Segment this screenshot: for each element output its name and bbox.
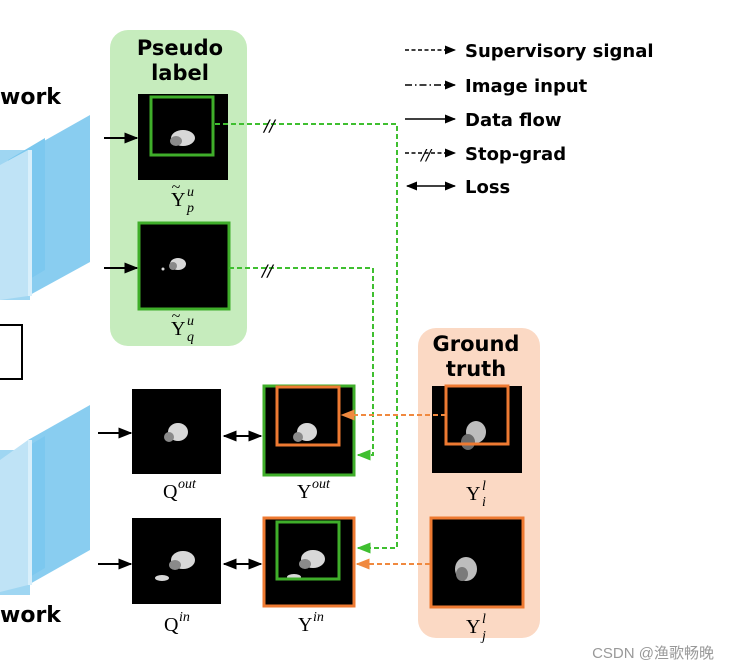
caption-yp-sub: p bbox=[186, 201, 194, 216]
image-yin bbox=[262, 516, 356, 608]
caption-yq-sub: q bbox=[187, 330, 194, 345]
image-qout bbox=[132, 389, 221, 474]
stopgrad-mark-bottom: // bbox=[260, 261, 274, 280]
caption-yq-base: Y bbox=[171, 318, 185, 340]
network-top bbox=[0, 115, 90, 300]
network-bottom bbox=[0, 405, 90, 595]
caption-qout-sup: out bbox=[178, 477, 197, 492]
pseudo-label-title-2: label bbox=[151, 61, 209, 85]
green-path-yq bbox=[229, 267, 374, 461]
legend-stopgrad-mark: // bbox=[419, 146, 433, 164]
left-box bbox=[0, 324, 23, 380]
caption-yp-base: Y bbox=[171, 189, 185, 211]
caption-yjl-sup: l bbox=[482, 612, 486, 627]
ground-truth-title-2: truth bbox=[446, 357, 506, 381]
image-yp bbox=[138, 94, 228, 180]
caption-yjl-sub: j bbox=[480, 629, 486, 644]
green-path-yp bbox=[215, 123, 398, 554]
image-yjl bbox=[429, 516, 525, 609]
caption-qin-sup: in bbox=[179, 610, 190, 625]
image-yout bbox=[262, 384, 356, 477]
caption-qout-base: Q bbox=[163, 481, 178, 503]
image-yil bbox=[432, 384, 522, 473]
image-yq bbox=[137, 221, 231, 311]
caption-yout-base: Y bbox=[297, 481, 311, 503]
pseudo-label-title-1: Pseudo bbox=[137, 36, 223, 60]
legend-label-3: Stop-grad bbox=[465, 144, 566, 165]
image-qin bbox=[132, 518, 221, 604]
left-label-bottom: work bbox=[0, 603, 62, 628]
stopgrad-mark-top: // bbox=[262, 116, 276, 135]
caption-qin-base: Q bbox=[164, 614, 179, 636]
caption-yin-base: Y bbox=[298, 614, 312, 636]
caption-yq-sup: u bbox=[187, 314, 194, 329]
caption-yp-sup: u bbox=[187, 185, 194, 200]
legend-label-4: Loss bbox=[465, 177, 510, 198]
caption-yin-sup: in bbox=[313, 610, 324, 625]
legend-label-2: Data flow bbox=[465, 110, 561, 131]
legend-label-0: Supervisory signal bbox=[465, 41, 654, 62]
caption-yjl-base: Y bbox=[466, 616, 480, 638]
caption-yq-tilde: ~ bbox=[172, 308, 181, 325]
caption-yp-tilde: ~ bbox=[172, 179, 181, 196]
caption-yil-sup: l bbox=[482, 479, 486, 494]
caption-yil-base: Y bbox=[466, 483, 480, 505]
legend-label-1: Image input bbox=[465, 76, 588, 97]
caption-yout-sup: out bbox=[312, 477, 331, 492]
legend: Supervisory signal Image input Data flow… bbox=[405, 41, 654, 198]
ground-truth-title-1: Ground bbox=[433, 332, 520, 356]
caption-yil-sub: i bbox=[482, 495, 486, 510]
left-label-top: work bbox=[0, 85, 62, 110]
watermark: CSDN @渔歌畅晚 bbox=[592, 645, 714, 662]
